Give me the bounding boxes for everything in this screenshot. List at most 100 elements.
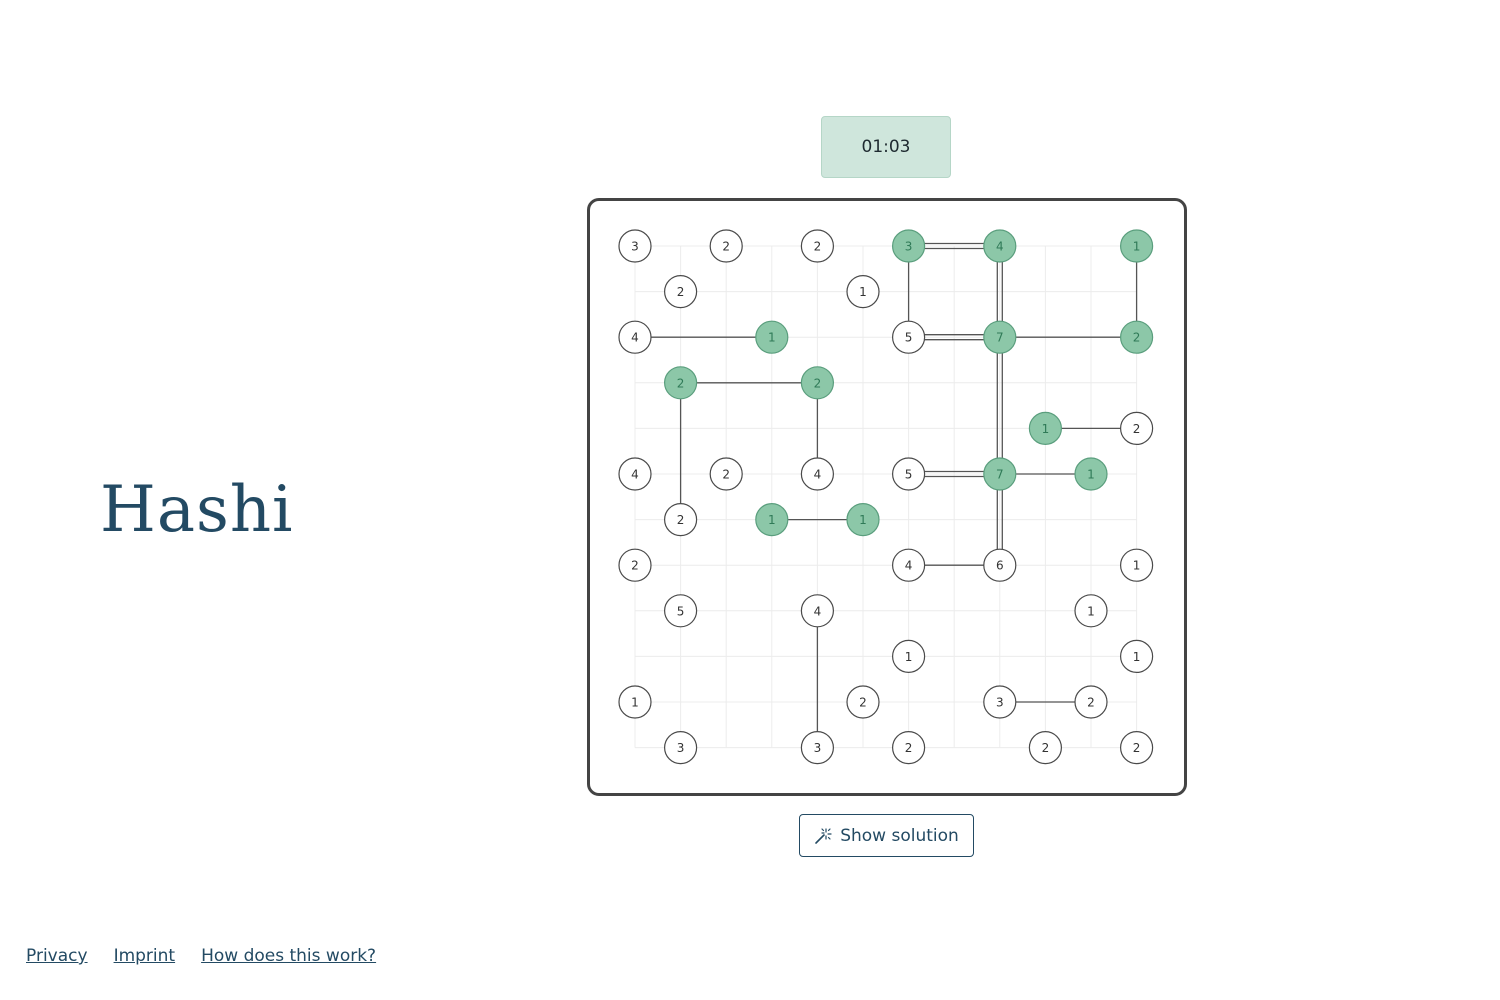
island-value: 4: [996, 240, 1004, 254]
how-it-works-link[interactable]: How does this work?: [201, 946, 377, 966]
island-value: 3: [996, 696, 1004, 710]
island[interactable]: 5: [892, 457, 926, 491]
island-value: 1: [1133, 240, 1141, 254]
island-value: 4: [631, 331, 639, 345]
island[interactable]: 4: [800, 457, 834, 491]
island-value: 2: [814, 240, 822, 254]
island-value: 1: [905, 650, 913, 664]
island-value: 1: [768, 331, 776, 345]
island[interactable]: 3: [618, 229, 652, 263]
show-solution-button[interactable]: Show solution: [799, 814, 974, 857]
island[interactable]: 1: [1119, 548, 1154, 582]
island-complete[interactable]: 1: [1028, 411, 1062, 445]
island-value: 1: [1133, 559, 1141, 573]
island-complete[interactable]: 7: [983, 457, 1017, 491]
island-value: 1: [1042, 422, 1050, 436]
island-complete[interactable]: 2: [1119, 320, 1154, 354]
island[interactable]: 4: [800, 594, 834, 628]
island-value: 3: [814, 741, 822, 755]
island-value: 2: [1087, 696, 1095, 710]
island-value: 4: [905, 559, 913, 573]
island[interactable]: 2: [800, 229, 834, 263]
island-value: 2: [1133, 422, 1141, 436]
island-value: 7: [996, 331, 1004, 345]
privacy-link[interactable]: Privacy: [26, 946, 88, 966]
island-value: 1: [859, 285, 867, 299]
island-complete[interactable]: 1: [755, 503, 789, 537]
island[interactable]: 1: [618, 685, 652, 719]
island-value: 5: [905, 331, 913, 345]
island-complete[interactable]: 2: [663, 366, 698, 400]
island-value: 4: [814, 604, 822, 618]
island-complete[interactable]: 1: [755, 320, 789, 354]
page-title: Hashi: [100, 473, 294, 547]
island[interactable]: 4: [892, 548, 926, 582]
island-value: 2: [677, 285, 685, 299]
island-value: 6: [996, 559, 1004, 573]
island-value: 2: [1133, 331, 1141, 345]
island-value: 2: [722, 468, 730, 482]
island[interactable]: 2: [709, 457, 743, 491]
island[interactable]: 1: [892, 639, 926, 673]
island-value: 2: [677, 376, 685, 390]
island-value: 4: [631, 468, 639, 482]
island-value: 3: [677, 741, 685, 755]
island-value: 2: [677, 513, 685, 527]
bridges: [635, 242, 1138, 748]
island-value: 2: [1042, 741, 1050, 755]
island-complete[interactable]: 1: [1074, 457, 1108, 491]
island-value: 1: [1087, 468, 1095, 482]
island[interactable]: 5: [892, 320, 926, 354]
island-value: 3: [631, 240, 639, 254]
island-complete[interactable]: 3: [892, 229, 926, 263]
island-value: 1: [631, 696, 639, 710]
island[interactable]: 2: [709, 229, 743, 263]
island[interactable]: 3: [983, 685, 1017, 719]
island-value: 2: [722, 240, 730, 254]
island[interactable]: 4: [618, 320, 652, 354]
footer-links: Privacy Imprint How does this work?: [26, 946, 376, 966]
island[interactable]: 2: [1074, 685, 1108, 719]
island[interactable]: 2: [892, 730, 926, 765]
island[interactable]: 2: [1119, 730, 1154, 765]
island[interactable]: 3: [663, 730, 698, 765]
island-complete[interactable]: 1: [1119, 229, 1154, 263]
grid-lines: [634, 245, 1138, 749]
island-value: 2: [1133, 741, 1141, 755]
double-bridge[interactable]: [996, 337, 1003, 474]
island-value: 2: [859, 696, 867, 710]
island[interactable]: 1: [1074, 594, 1108, 628]
island-value: 2: [905, 741, 913, 755]
magic-wand-icon: [815, 827, 832, 844]
island[interactable]: 2: [1119, 411, 1154, 445]
island[interactable]: 3: [800, 730, 834, 765]
island-complete[interactable]: 7: [983, 320, 1017, 354]
show-solution-label: Show solution: [840, 825, 959, 846]
island[interactable]: 1: [846, 274, 880, 309]
island-value: 1: [768, 513, 776, 527]
puzzle-board[interactable]: 3 2 2 3 4 1 2 1 4 1 5 7 2 2 2 1 2 4 2 4 5 7 1 2 1 1 2 4 6 1 5 4 1 1 1 1 2 3 2 3…: [587, 198, 1187, 796]
puzzle-canvas[interactable]: 3 2 2 3 4 1 2 1 4 1 5 7 2 2 2 1 2 4 2 4 5 7 1 2 1 1 2 4 6 1 5 4 1 1 1 1 2 3 2 3…: [587, 198, 1187, 796]
island-value: 1: [859, 513, 867, 527]
island[interactable]: 6: [983, 548, 1017, 582]
island-value: 3: [905, 240, 913, 254]
island-complete[interactable]: 1: [846, 503, 880, 537]
island-complete[interactable]: 2: [800, 366, 834, 400]
island-value: 5: [677, 604, 685, 618]
timer: 01:03: [821, 116, 951, 178]
island[interactable]: 1: [1119, 639, 1154, 673]
island[interactable]: 2: [618, 548, 652, 582]
island[interactable]: 4: [618, 457, 652, 491]
island-value: 5: [905, 468, 913, 482]
island[interactable]: 2: [663, 503, 698, 537]
imprint-link[interactable]: Imprint: [113, 946, 176, 966]
island[interactable]: 5: [663, 594, 698, 628]
island-value: 7: [996, 468, 1004, 482]
island-value: 1: [1133, 650, 1141, 664]
island[interactable]: 2: [663, 274, 698, 309]
island-complete[interactable]: 4: [983, 229, 1017, 263]
island-value: 2: [631, 559, 639, 573]
island[interactable]: 2: [846, 685, 880, 719]
island-value: 2: [814, 376, 822, 390]
island[interactable]: 2: [1028, 730, 1062, 765]
